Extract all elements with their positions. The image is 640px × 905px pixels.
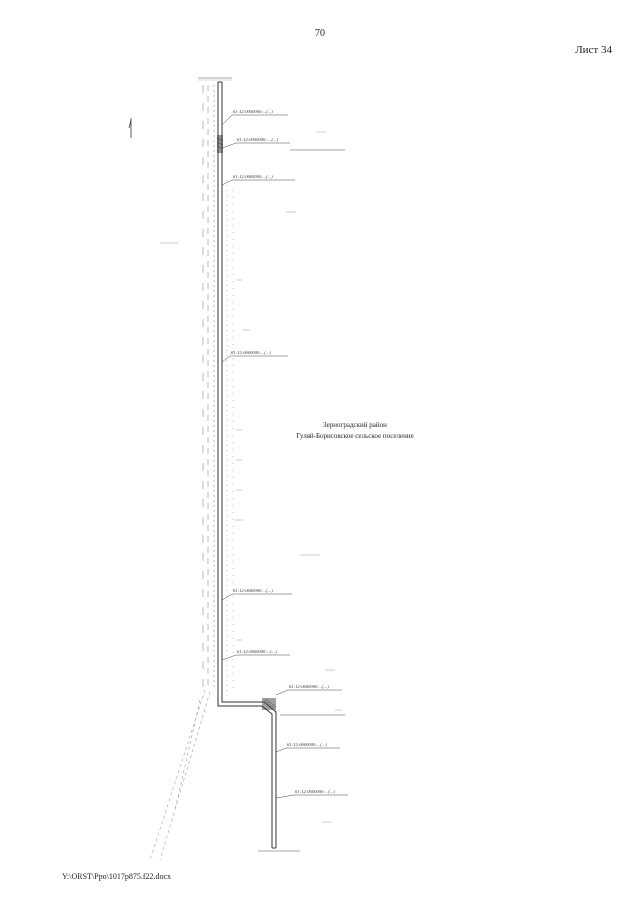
parcel-label: 61:12:0600000:...(...) xyxy=(295,789,335,794)
parcel-label: 61:12:0600000:...(...) xyxy=(231,350,271,355)
sheet-label: Лист 34 xyxy=(575,44,612,56)
district-label: Зерноградский район Гуляй-Борисовское се… xyxy=(280,420,430,442)
hatched-blocks xyxy=(217,135,276,710)
parcel-label: 61:12:0600000:...(...) xyxy=(233,174,273,179)
page-number: 70 xyxy=(315,28,325,39)
parcel-label: 61:12:0000000:...(...) xyxy=(233,109,273,114)
parcel-label: 61:12:0600000:...(...) xyxy=(237,649,277,654)
north-arrow-icon xyxy=(128,118,132,138)
district-name: Зерноградский район xyxy=(323,421,387,429)
parcel-label: 61:12:0600000:...(...) xyxy=(287,742,327,747)
parcel-label: 61:12:0600000:...(...) xyxy=(289,684,329,689)
label-leaders xyxy=(221,114,348,799)
boundary-dashes xyxy=(202,85,234,700)
parcel-label: 61:12:0600000:...(...) xyxy=(233,588,273,593)
corridor-parcel xyxy=(217,81,277,849)
diagonal-road xyxy=(149,689,211,861)
file-path: Y:\ORST\Ppo\1017p875.f22.docx xyxy=(62,872,172,881)
settlement-name: Гуляй-Борисовское сельское поселение xyxy=(296,432,414,440)
survey-ticks xyxy=(160,131,342,823)
parcel-label: 61:12:0000000:....(...) xyxy=(237,137,278,142)
